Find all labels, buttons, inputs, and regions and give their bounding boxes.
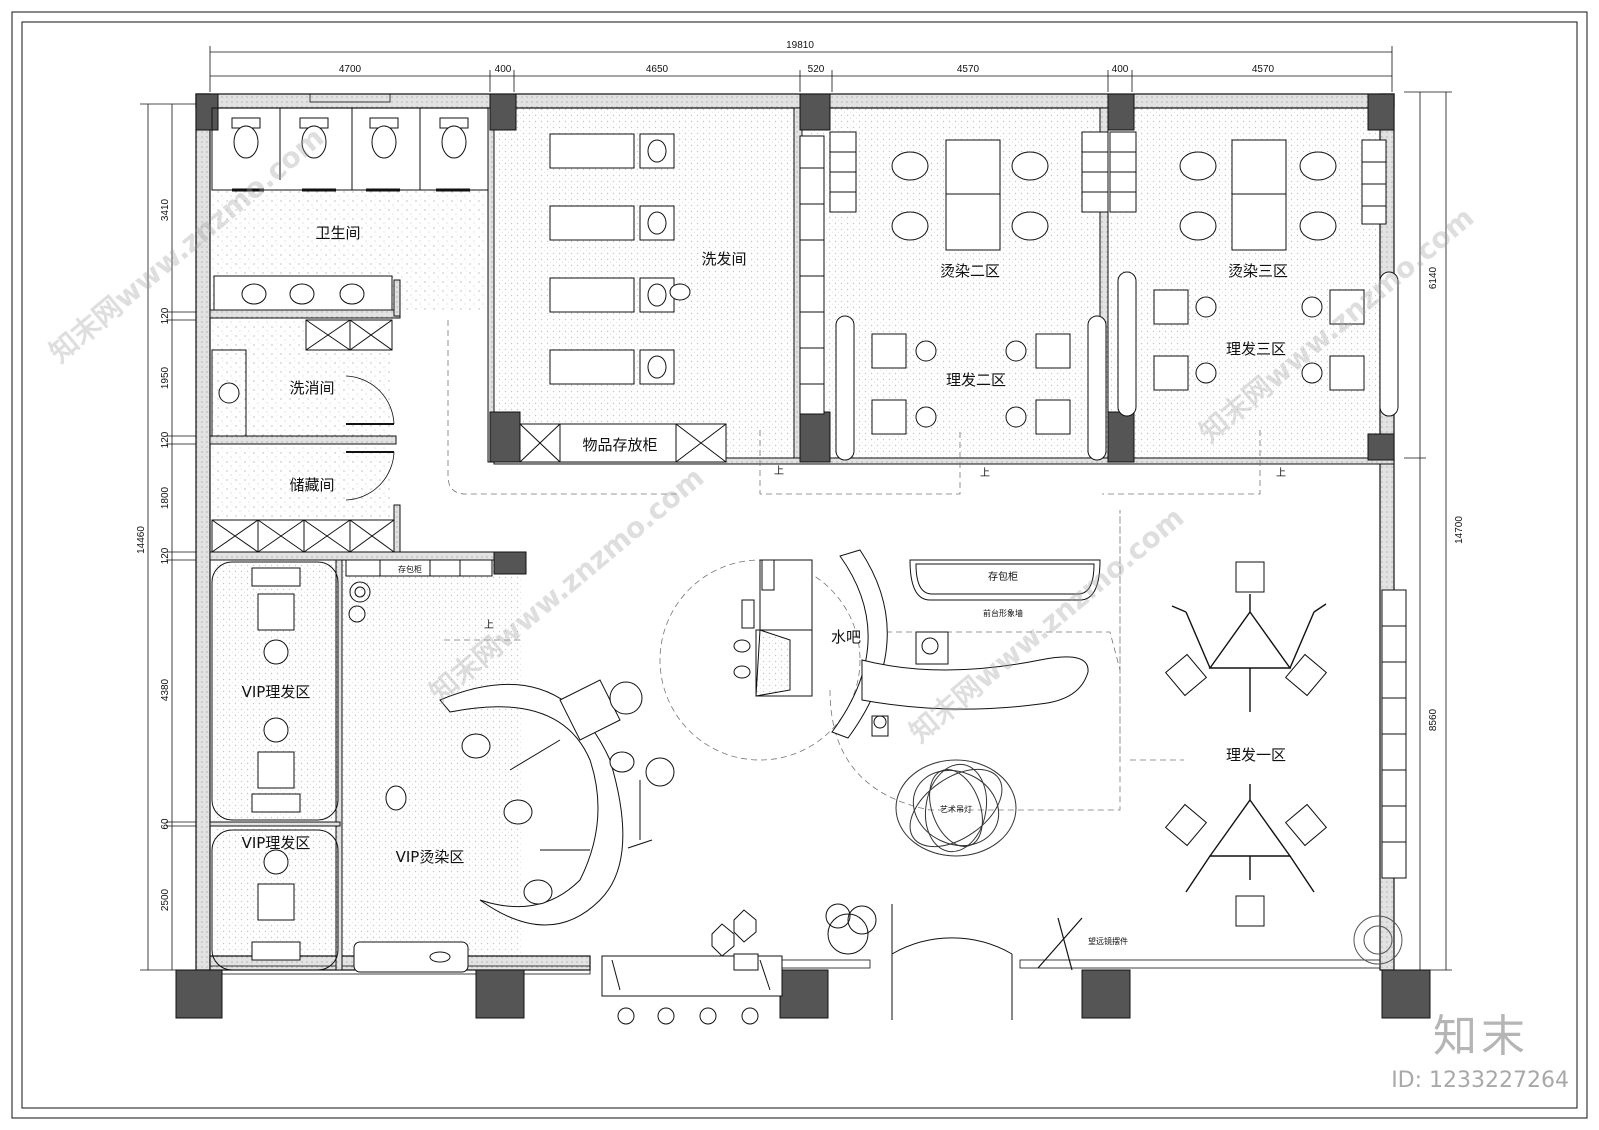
top-dimensions xyxy=(209,46,1393,92)
room-cabinet: 物品存放柜 xyxy=(582,436,657,454)
top-seg-6: 4570 xyxy=(1252,64,1275,75)
internal-walls xyxy=(209,107,1395,971)
toilet-stalls xyxy=(211,107,489,192)
vip-perm-counter xyxy=(439,679,675,926)
left-seg-3: 120 xyxy=(160,431,171,448)
columns xyxy=(175,93,1431,1019)
art-lamp xyxy=(895,759,1017,857)
left-seg-6: 4380 xyxy=(160,678,171,701)
room-vip-perm: VIP烫染区 xyxy=(396,848,465,866)
cut2-stations xyxy=(835,315,1107,461)
room-telescope: 望远镜摆件 xyxy=(1088,936,1128,946)
small-locker xyxy=(345,559,493,577)
vip-stations xyxy=(251,567,301,961)
water-bar xyxy=(733,549,888,739)
wash-beds xyxy=(549,133,691,385)
perm2-fixtures xyxy=(829,131,1109,251)
telescope-ornament xyxy=(1037,917,1083,971)
room-storage: 储藏间 xyxy=(289,476,334,494)
top-seg-1: 400 xyxy=(495,64,512,75)
vip-cut-rooms xyxy=(211,561,339,971)
left-seg-7: 60 xyxy=(160,818,171,830)
circulation-paths xyxy=(440,320,1261,811)
toilet-sinks xyxy=(213,275,393,311)
right-seg-0: 6140 xyxy=(1428,266,1439,289)
up-label-0: 上 xyxy=(774,465,784,477)
potted-plant xyxy=(348,581,371,623)
watermark-brand: 知末 xyxy=(1433,1011,1529,1062)
left-seg-0: 3410 xyxy=(160,198,171,221)
total-width-label: 19810 xyxy=(786,40,814,51)
up-label-3: 上 xyxy=(484,619,494,631)
up-label-1: 上 xyxy=(980,467,990,479)
room-locker: 存包柜 xyxy=(988,570,1018,583)
watermark-id: ID: 1233227264 xyxy=(1391,1068,1569,1093)
storage-cabinet xyxy=(519,423,727,463)
reception-desk xyxy=(861,631,1089,737)
room-wash: 洗发间 xyxy=(701,250,746,268)
right-total-label: 14700 xyxy=(1454,516,1465,544)
room-locker-small: 存包柜 xyxy=(398,564,422,574)
perm3-chairs xyxy=(1179,151,1337,241)
disinfection-cabinets xyxy=(211,319,393,437)
top-seg-4: 4570 xyxy=(957,64,980,75)
cut1-chairs xyxy=(1164,561,1328,927)
cut3-stations xyxy=(1117,271,1399,417)
right-shelf xyxy=(1381,589,1407,879)
toilet-bowls xyxy=(231,117,469,159)
sheet-frame xyxy=(11,11,1588,1119)
perm3-fixtures xyxy=(1109,131,1387,251)
total-height-label: 14460 xyxy=(136,526,147,554)
storage-shelves xyxy=(211,519,395,553)
door-swings xyxy=(345,375,395,501)
left-seg-5: 120 xyxy=(160,547,171,564)
room-disinfection: 洗消间 xyxy=(289,379,334,397)
room-water-bar: 水吧 xyxy=(831,628,861,646)
room-cut2: 理发二区 xyxy=(946,371,1006,389)
top-seg-5: 400 xyxy=(1112,64,1129,75)
up-label-2: 上 xyxy=(1276,467,1286,479)
shelf-strip xyxy=(799,135,825,415)
room-cut3: 理发三区 xyxy=(1226,340,1286,358)
room-vip-cut-1: VIP理发区 xyxy=(242,683,311,701)
room-perm2: 烫染二区 xyxy=(940,262,1000,280)
vip-sofa xyxy=(353,941,469,973)
left-seg-2: 1950 xyxy=(160,366,171,389)
top-seg-0: 4700 xyxy=(339,64,362,75)
room-art-lamp: 艺术吊灯 xyxy=(940,804,972,814)
cut1-stations xyxy=(1171,594,1327,893)
left-seg-1: 120 xyxy=(160,307,171,324)
left-dimensions xyxy=(140,103,196,971)
floor-vip-perm xyxy=(342,560,522,970)
right-seg-1: 8560 xyxy=(1428,708,1439,731)
corner-plant xyxy=(1353,915,1403,965)
room-front-wall: 前台形象墙 xyxy=(983,608,1023,618)
left-seg-8: 2500 xyxy=(160,888,171,911)
front-locker xyxy=(909,559,1101,601)
sheet-inner-frame xyxy=(21,21,1578,1109)
room-cut1: 理发一区 xyxy=(1226,746,1286,764)
entrance-tree xyxy=(825,903,877,955)
top-seg-3: 520 xyxy=(808,64,825,75)
entrance xyxy=(601,904,1013,1025)
left-seg-4: 1800 xyxy=(160,486,171,509)
room-perm3: 烫染三区 xyxy=(1228,262,1288,280)
top-seg-2: 4650 xyxy=(646,64,669,75)
room-toilet: 卫生间 xyxy=(315,224,360,242)
vip-perm-chairs xyxy=(385,733,635,905)
perm2-chairs xyxy=(891,151,1049,241)
room-vip-cut-2: VIP理发区 xyxy=(242,834,311,852)
